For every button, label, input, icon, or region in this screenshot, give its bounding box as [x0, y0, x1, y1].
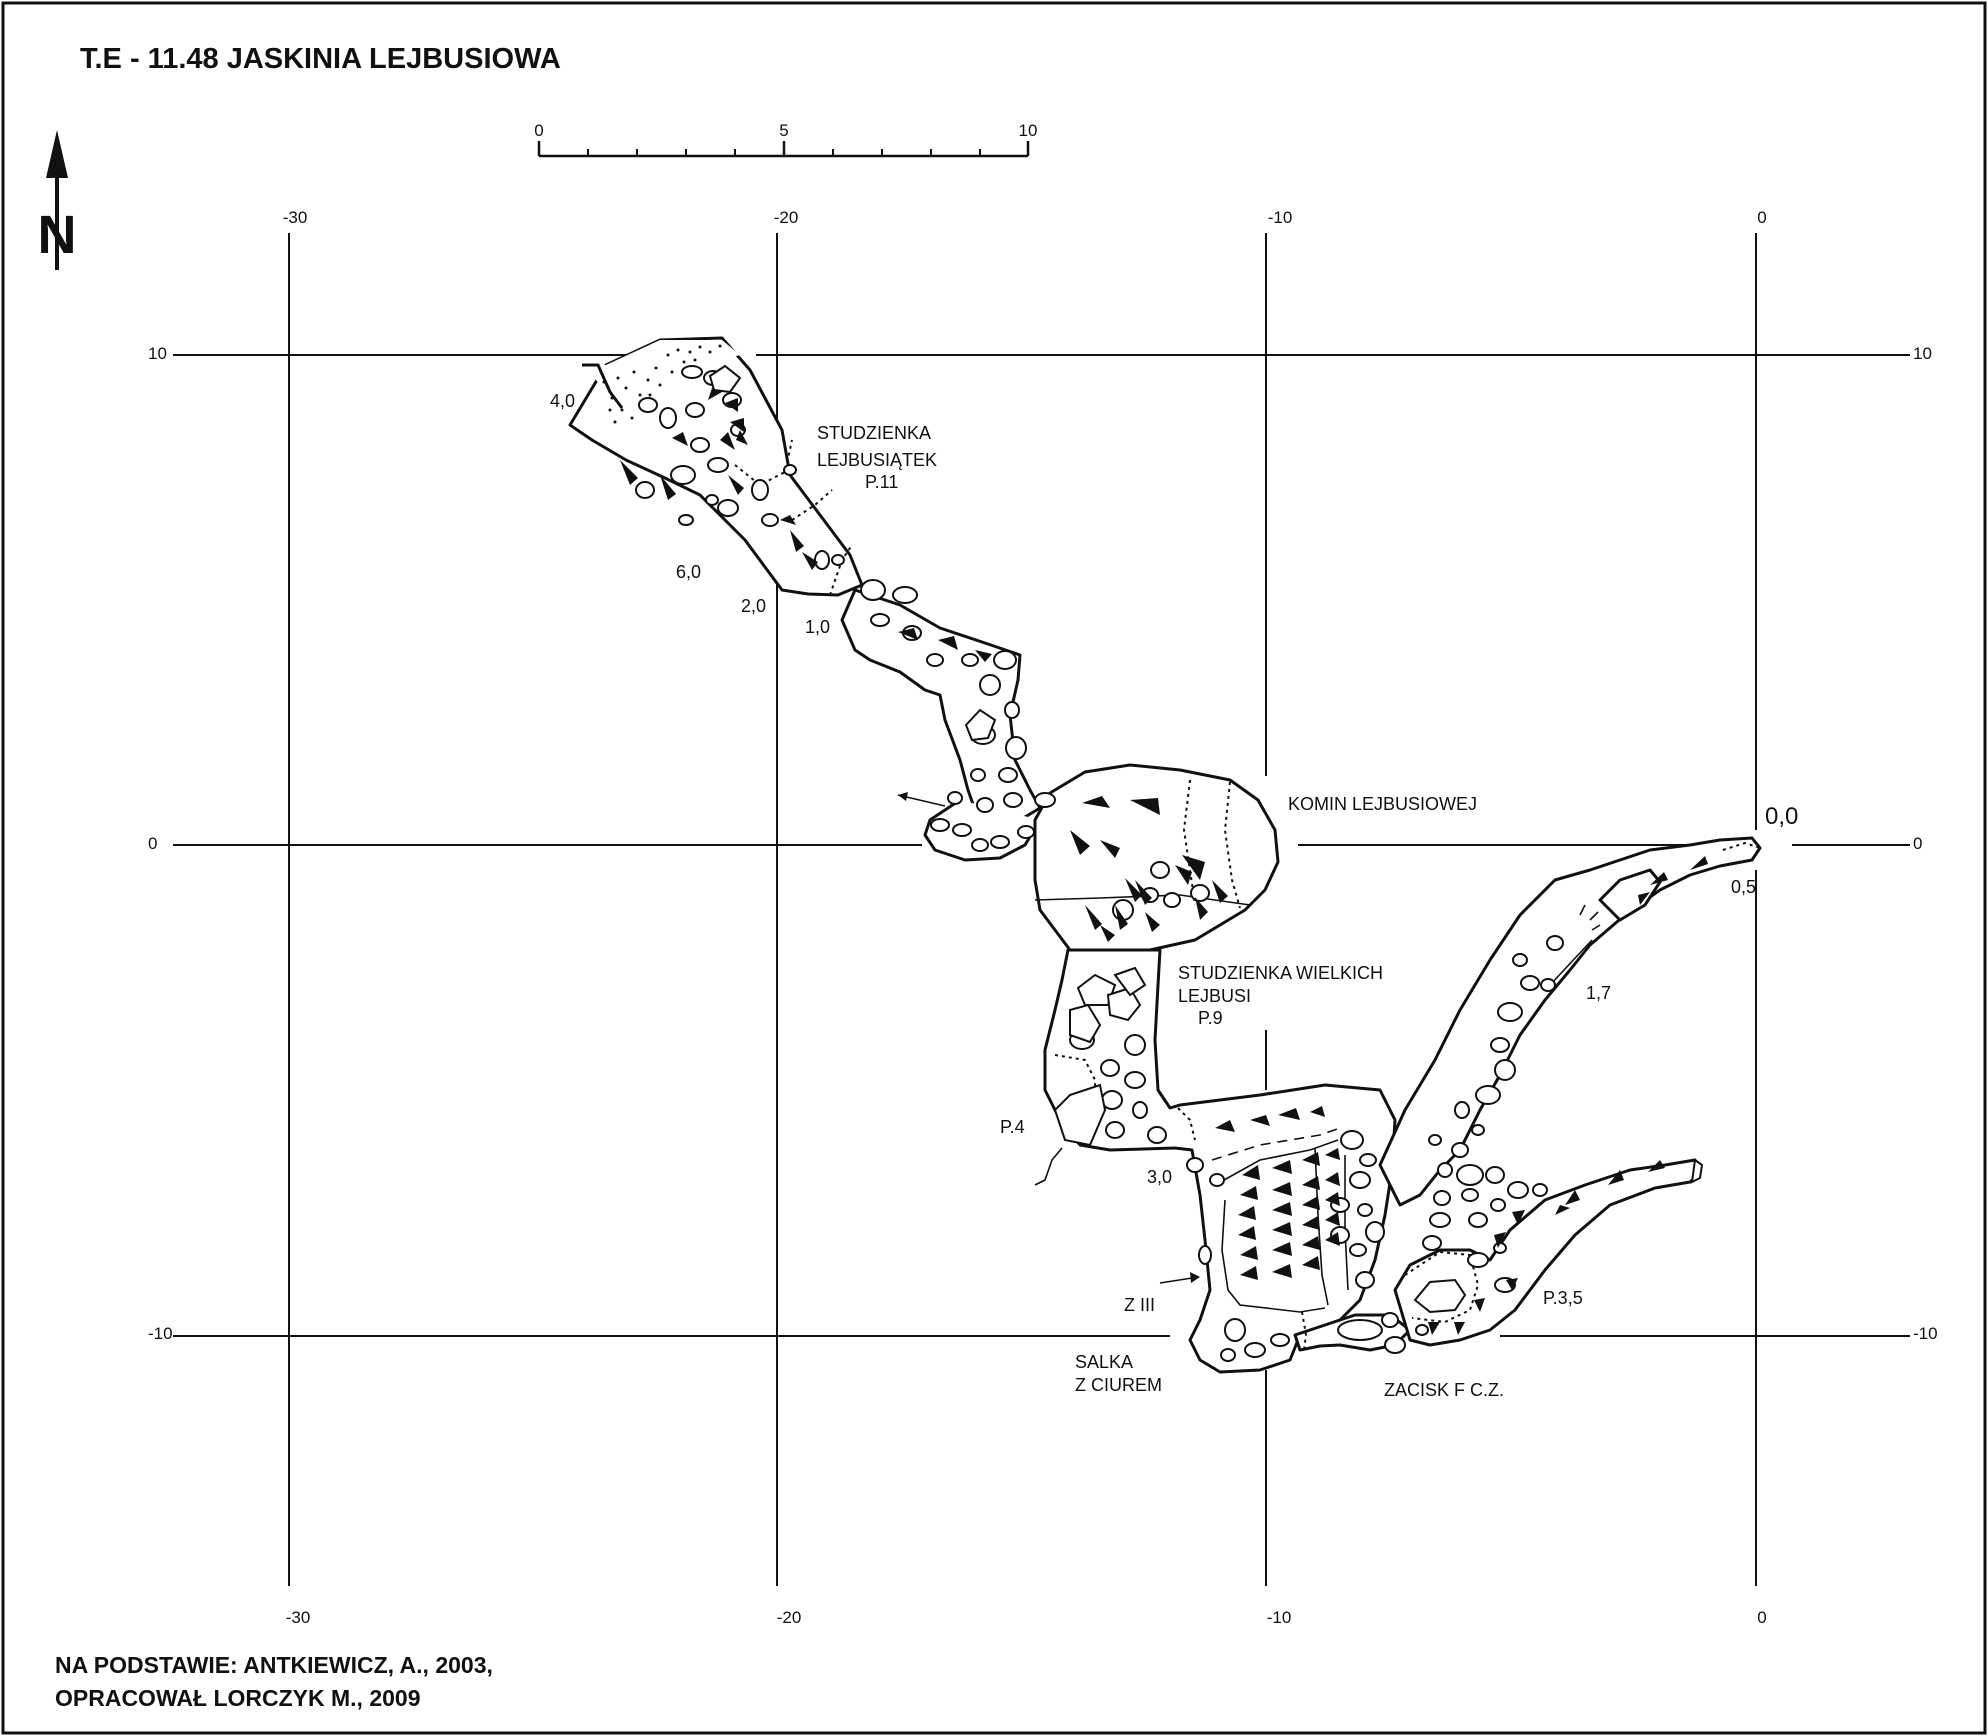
depth-4-0: 4,0 [550, 391, 575, 411]
x-bottom-label-2: -20 [777, 1608, 802, 1627]
label-origin: 0,0 [1765, 803, 1798, 830]
x-bottom-label-4: 0 [1757, 1608, 1766, 1627]
y-right-label-1: 10 [1913, 344, 1932, 363]
label-studzienka-wielkich-1: STUDZIENKA WIELKICH [1178, 963, 1383, 983]
depth-1-7: 1,7 [1586, 983, 1611, 1003]
depth-3-0: 3,0 [1147, 1167, 1172, 1187]
map-title: T.E - 11.48 JASKINIA LEJBUSIOWA [80, 43, 561, 75]
label-komin-lejbusiowej: KOMIN LEJBUSIOWEJ [1288, 794, 1477, 814]
scale-label-5: 5 [779, 121, 788, 140]
label-studzienka-lejbusiatek-depth: P.11 [865, 472, 898, 492]
label-studzienka-wielkich-depth: P.9 [1198, 1008, 1223, 1028]
credit-line-1: NA PODSTAWIE: ANTKIEWICZ, A., 2003, [55, 1652, 493, 1678]
depth-6-0: 6,0 [676, 562, 701, 582]
coordinate-grid [173, 233, 1910, 1586]
y-left-label-1: 10 [148, 344, 167, 363]
y-left-label-2: 0 [148, 834, 157, 853]
label-studzienka-lejbusiatek-1: STUDZIENKA [817, 423, 931, 443]
y-left-label-3: -10 [148, 1324, 173, 1343]
scale-label-10: 10 [1019, 121, 1038, 140]
label-studzienka-lejbusiatek-2: LEJBUSIĄTEK [817, 450, 937, 470]
label-salka-2: Z CIUREM [1075, 1375, 1162, 1395]
north-arrow-icon [46, 130, 68, 270]
credit-line-2: OPRACOWAŁ LORCZYK M., 2009 [55, 1685, 420, 1711]
label-p4: P.4 [1000, 1117, 1025, 1137]
x-bottom-label-1: -30 [286, 1608, 311, 1627]
x-bottom-label-3: -10 [1267, 1608, 1292, 1627]
depth-2-0: 2,0 [741, 596, 766, 616]
depth-0-5: 0,5 [1731, 877, 1756, 897]
x-top-label-4: 0 [1757, 208, 1766, 227]
y-right-label-3: -10 [1913, 1324, 1938, 1343]
depth-1-0: 1,0 [805, 617, 830, 637]
cave-outline [568, 336, 1762, 1374]
scale-label-0: 0 [534, 121, 543, 140]
label-studzienka-wielkich-2: LEJBUSI [1178, 986, 1251, 1006]
x-top-label-3: -10 [1268, 208, 1293, 227]
x-top-label-2: -20 [774, 208, 799, 227]
y-right-label-2: 0 [1913, 834, 1922, 853]
x-top-label-1: -30 [283, 208, 308, 227]
north-label: N [38, 205, 77, 265]
label-z-iii: Z III [1124, 1295, 1155, 1315]
label-zacisk: ZACISK F C.Z. [1384, 1380, 1504, 1400]
label-salka-1: SALKA [1075, 1352, 1133, 1372]
scale-bar [537, 141, 1030, 158]
label-p3-5: P.3,5 [1543, 1288, 1583, 1308]
